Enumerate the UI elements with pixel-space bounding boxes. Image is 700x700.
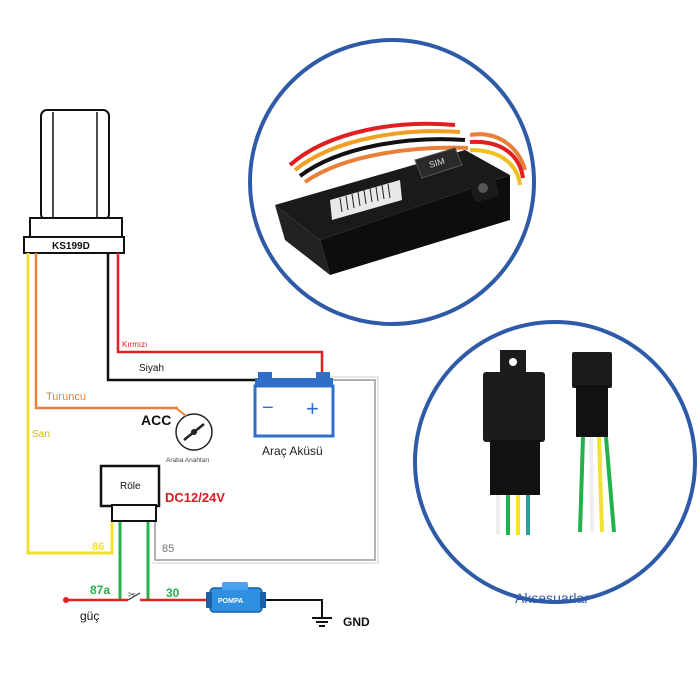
tracker-photo-circle: SIM <box>248 38 536 326</box>
pump-label: POMPA <box>218 598 243 605</box>
ground-wire <box>262 599 323 618</box>
black-wire-label: Siyah <box>139 363 164 374</box>
battery-minus-sign: − <box>262 397 274 419</box>
orange-wire-label: Turuncu <box>46 391 86 403</box>
relay: Röle DC12/24V <box>99 464 225 522</box>
battery-label: Araç Aküsü <box>262 444 323 458</box>
power-label: güç <box>80 609 99 623</box>
ground-label: GND <box>343 615 370 629</box>
accessories-circle: Aksesuarlar <box>413 320 697 606</box>
car-battery: − + Araç Aküsü <box>253 372 335 458</box>
device-model-label: KS199D <box>52 241 90 252</box>
yellow-wire-label: Sarı <box>32 429 50 440</box>
relay-voltage-label: DC12/24V <box>165 490 225 505</box>
acc-caption: Araba Anahtarı <box>166 457 210 464</box>
pump: POMPA <box>206 582 266 613</box>
accessories-label: Aksesuarlar <box>515 590 589 606</box>
pin-30-label: 30 <box>166 586 180 600</box>
yellow-wire <box>26 253 114 555</box>
svg-text:✂: ✂ <box>128 590 136 601</box>
red-wire-label: Kırmızı <box>122 340 147 349</box>
sim-text: SIM <box>428 156 446 170</box>
black-wire <box>106 253 268 382</box>
grey-wire <box>154 379 376 561</box>
acc-label: ACC <box>141 412 171 428</box>
relay-label: Röle <box>120 481 141 492</box>
ground-symbol: GND <box>312 615 370 629</box>
battery-plus-sign: + <box>306 396 319 421</box>
orange-wire <box>34 253 178 410</box>
ignition-key: ACC Araba Anahtarı <box>141 407 213 464</box>
tracker-device: KS199D <box>23 109 125 254</box>
red-wire <box>116 253 324 378</box>
pin-85-label: 85 <box>162 543 174 555</box>
pin-86-label: 86 <box>92 541 104 553</box>
pin-87a-label: 87a <box>90 583 110 597</box>
